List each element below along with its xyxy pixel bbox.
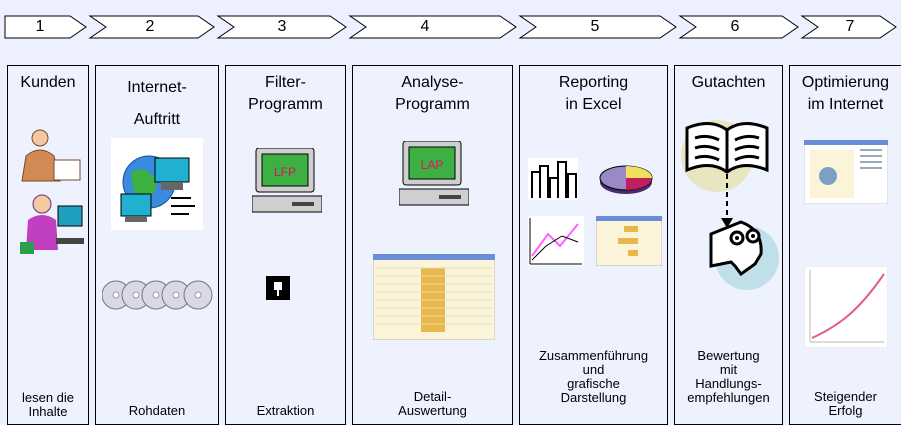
- line-chart-icon: [528, 216, 584, 266]
- customers-icon: [20, 129, 84, 254]
- step-label-2: 2: [145, 18, 155, 35]
- pie-chart-icon: [599, 165, 653, 194]
- growth-chart-icon: [804, 266, 888, 348]
- step-arrow-7: [800, 15, 897, 39]
- step-arrow-2: [88, 15, 215, 39]
- column-bottom-text: Detail- Auswertung: [398, 389, 467, 418]
- column-title: Optimierung im Internet: [801, 74, 890, 113]
- column-title: Internet- Auftritt: [127, 79, 187, 128]
- column-bottom-text: Steigender Erfolg: [814, 389, 877, 418]
- spreadsheet-screenshot: [373, 254, 495, 340]
- bar-chart-icon: [528, 158, 578, 200]
- column-filter: Filter- Programm LFP Extraktion: [225, 65, 346, 425]
- column-kunden: Kunden lesen die Inhalte: [7, 65, 89, 425]
- step-label-1: 1: [35, 18, 45, 35]
- column-bottom-text: Extraktion: [256, 403, 315, 418]
- step-label-7: 7: [845, 18, 855, 35]
- column-optimierung: Optimierung im Internet Steigender Erfol…: [789, 65, 901, 425]
- step-label-3: 3: [277, 18, 287, 35]
- step-label-6: 6: [730, 18, 740, 35]
- computer-lfp-icon: LFP: [252, 148, 322, 213]
- step-label-5: 5: [590, 18, 600, 35]
- step-arrow-4: [348, 15, 517, 39]
- column-title: Gutachten: [691, 74, 766, 91]
- column-gutachten: Gutachten Bewertung mit Handlungs- empfe…: [674, 65, 783, 425]
- book-reader-icon: [681, 120, 779, 290]
- column-title: Filter- Programm: [248, 74, 323, 113]
- excel-report-screenshot: [596, 216, 662, 266]
- website-screenshot: [804, 140, 888, 204]
- step-arrow-6: [678, 15, 799, 39]
- computer-lap-icon: LAP: [399, 141, 469, 206]
- column-bottom-text: Zusammenführung und grafische Darstellun…: [538, 348, 649, 405]
- column-reporting: Reporting in Excel Zusammenführung und g…: [519, 65, 668, 425]
- column-analyse: Analyse- Programm LAP Detail- Auswertung: [352, 65, 513, 425]
- network-computers-icon: [111, 138, 203, 230]
- step-arrow-1: [4, 15, 87, 39]
- process-arrows: [4, 15, 897, 39]
- column-internet: Internet- Auftritt Rohdaten: [95, 65, 219, 425]
- column-bottom-text: Rohdaten: [128, 403, 186, 418]
- cd-stack-icon: [102, 280, 213, 310]
- screen-label: LFP: [274, 165, 296, 179]
- column-title: Kunden: [20, 74, 76, 91]
- step-arrow-3: [216, 15, 347, 39]
- floppy-disk-icon: [266, 276, 290, 300]
- column-bottom-text: lesen die Inhalte: [21, 390, 75, 419]
- screen-label: LAP: [421, 158, 444, 172]
- column-bottom-text: Bewertung mit Handlungs- empfehlungen: [687, 348, 770, 405]
- step-arrow-5: [518, 15, 677, 39]
- column-title: Analyse- Programm: [395, 74, 470, 113]
- step-label-4: 4: [420, 18, 430, 35]
- column-title: Reporting in Excel: [558, 74, 629, 113]
